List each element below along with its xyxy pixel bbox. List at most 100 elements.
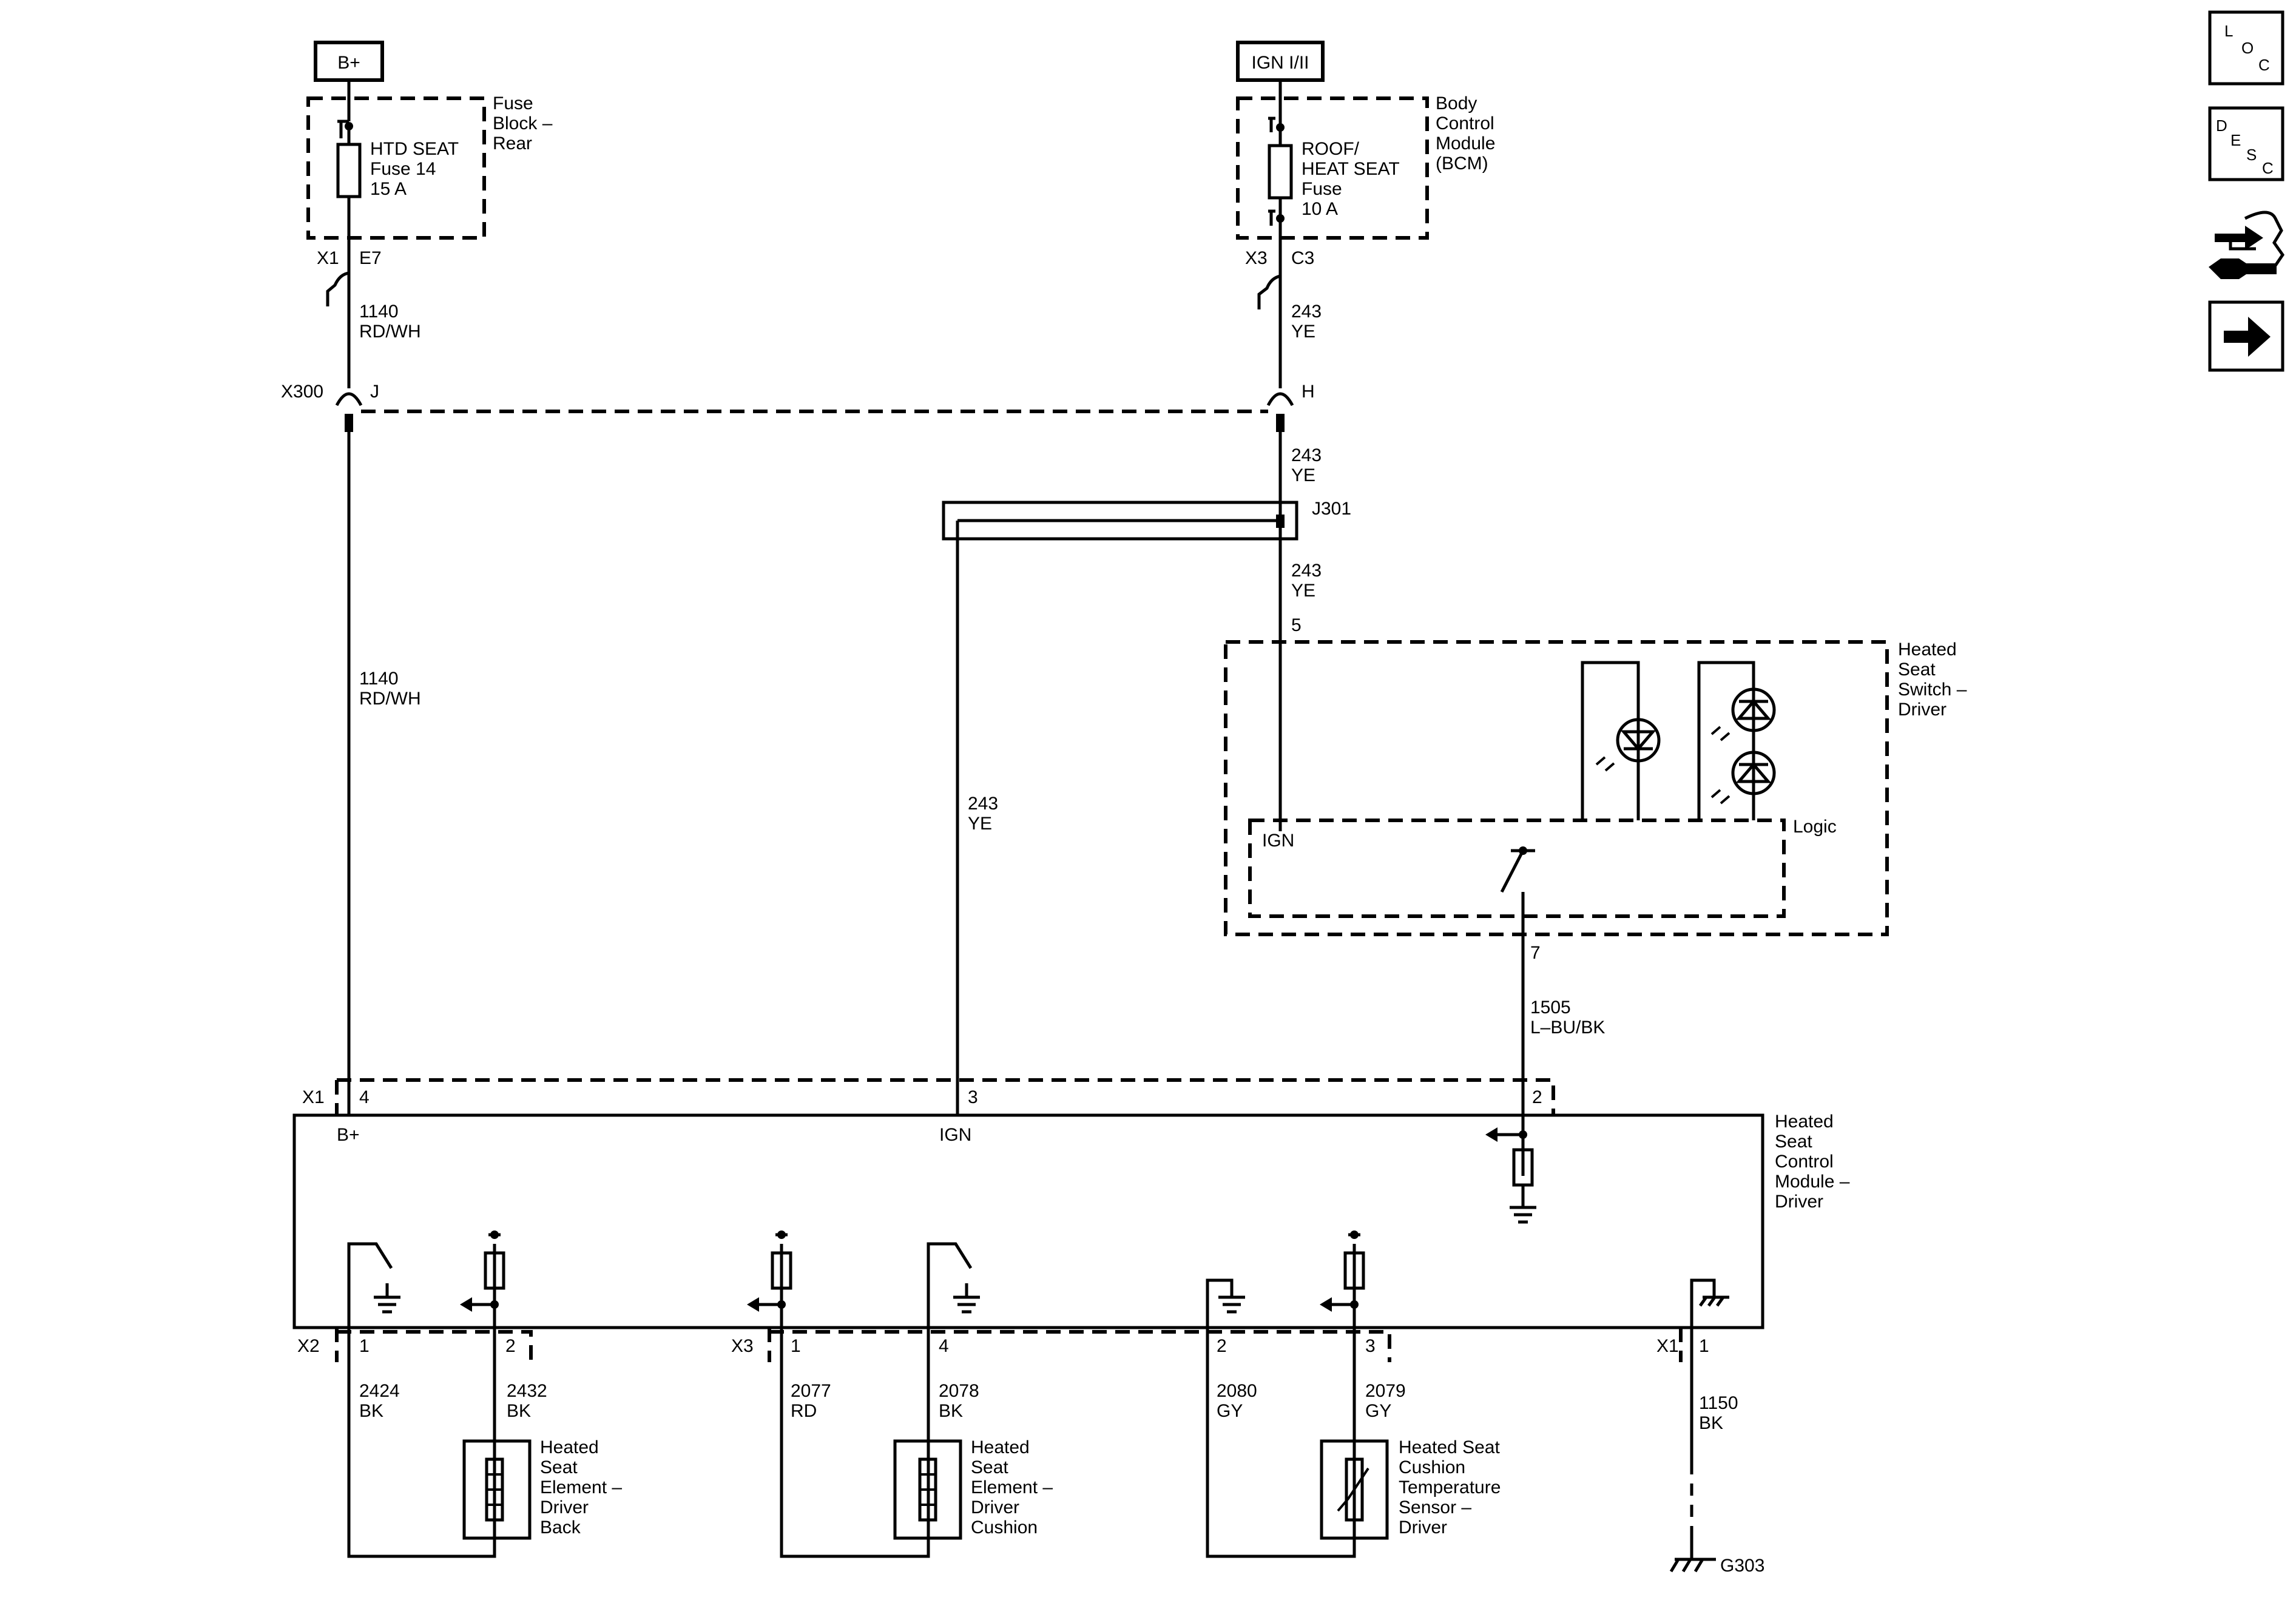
input-arrow <box>1490 1115 1525 1176</box>
bcm-outline <box>1236 96 1429 240</box>
led-loop-2 <box>1697 661 1755 820</box>
x300-pin-j: J <box>370 382 379 402</box>
ground-g303-icon <box>1669 1541 1716 1573</box>
connector-tool-icon[interactable] <box>2209 211 2285 279</box>
heated-seat-element-back <box>462 1439 532 1540</box>
svg-text:Driver: Driver <box>1898 700 1947 720</box>
bcm-name: Body <box>1436 93 1477 113</box>
svg-text:BK: BK <box>939 1401 963 1421</box>
bplus-label: B+ <box>337 53 360 73</box>
svg-text:YE: YE <box>968 814 992 834</box>
module-x1-connector-outline <box>337 1078 1555 1115</box>
module-x3-connector-outline <box>768 1328 1391 1362</box>
svg-text:RD/WH: RD/WH <box>359 322 421 342</box>
svg-text:4: 4 <box>939 1336 949 1356</box>
ign-label: IGN I/II <box>1251 53 1309 73</box>
svg-text:BK: BK <box>1699 1413 1723 1433</box>
module-x3-label: X3 <box>731 1336 754 1356</box>
wire-243-branch: 243 <box>968 794 998 814</box>
htd-seat-fuse-label: HTD SEAT <box>370 139 459 159</box>
svg-text:1: 1 <box>1699 1336 1709 1356</box>
svg-text:2432: 2432 <box>507 1381 547 1401</box>
svg-text:HEAT SEAT: HEAT SEAT <box>1302 159 1400 179</box>
wire-1505: 1505 <box>1530 998 1571 1018</box>
svg-text:Sensor –: Sensor – <box>1399 1497 1471 1517</box>
thermistor-icon <box>1345 1457 1364 1522</box>
fuse-block-conn: X1 <box>317 248 339 268</box>
svg-text:RD/WH: RD/WH <box>359 689 421 709</box>
x300-h-female <box>1266 392 1294 407</box>
svg-text:Fuse 14: Fuse 14 <box>370 159 436 179</box>
svg-text:Switch –: Switch – <box>1898 680 1967 700</box>
fuse-block-outline <box>306 96 486 240</box>
svg-text:Temperature: Temperature <box>1399 1477 1501 1497</box>
switch-contact-icon <box>1500 849 1535 1115</box>
desc-button[interactable]: D E S C <box>2208 106 2284 181</box>
svg-text:3: 3 <box>1365 1336 1376 1356</box>
ground-label: G303 <box>1720 1556 1764 1576</box>
svg-text:10 A: 10 A <box>1302 199 1338 219</box>
loc-button[interactable]: L O C <box>2208 10 2284 86</box>
svg-text:2424: 2424 <box>359 1381 400 1401</box>
indicator-led-icon <box>1731 751 1776 795</box>
module-x2-label: X2 <box>297 1336 320 1356</box>
bcm-pin: C3 <box>1291 248 1314 268</box>
svg-text:1: 1 <box>791 1336 801 1356</box>
switch-pin-5: 5 <box>1291 615 1302 635</box>
splice-j301 <box>942 501 1298 541</box>
svg-text:Seat: Seat <box>1775 1132 1812 1152</box>
module-pin-2: 2 <box>1532 1087 1542 1107</box>
arrow-right-icon <box>2224 317 2271 357</box>
temperature-sensor <box>1320 1439 1389 1540</box>
heated-seat-element-cushion <box>893 1439 962 1540</box>
ground-icon <box>1206 1278 1245 1328</box>
svg-text:YE: YE <box>1291 465 1315 485</box>
svg-text:2079: 2079 <box>1365 1381 1406 1401</box>
roof-fuse-label: ROOF/ <box>1302 139 1360 159</box>
svg-text:D: D <box>2216 116 2227 135</box>
svg-text:GY: GY <box>1365 1401 1391 1421</box>
fuse-block-name: Fuse <box>493 93 533 113</box>
switch-logic-outline <box>1248 819 1786 918</box>
svg-text:Element –: Element – <box>971 1477 1053 1497</box>
svg-text:Cushion: Cushion <box>971 1517 1038 1538</box>
roof-heat-seat-fuse <box>1268 144 1293 200</box>
svg-text:BK: BK <box>359 1401 383 1421</box>
module-x2-connector-outline <box>335 1328 533 1362</box>
svg-text:C: C <box>2258 56 2270 74</box>
wire-1140-top: 1140 <box>359 302 399 322</box>
module-pin-4: 4 <box>359 1087 370 1107</box>
svg-text:Control: Control <box>1436 113 1494 133</box>
chassis-ground-icon <box>1690 1278 1729 1328</box>
module-x1b-label: X1 <box>1656 1336 1679 1356</box>
htd-seat-fuse <box>336 143 362 198</box>
svg-text:Block –: Block – <box>493 113 553 133</box>
ground-switch-icon <box>927 1242 980 1328</box>
heated-seat-switch-outline <box>1224 640 1889 936</box>
svg-text:O: O <box>2241 39 2254 57</box>
switch-name: Heated <box>1898 640 1957 660</box>
svg-text:Cushion: Cushion <box>1399 1457 1465 1477</box>
svg-text:Driver: Driver <box>540 1497 589 1517</box>
x3-c3-connector-symbol <box>1257 261 1282 309</box>
svg-text:Module –: Module – <box>1775 1172 1850 1192</box>
module-bplus-label: B+ <box>337 1125 360 1145</box>
svg-text:C: C <box>2262 159 2274 177</box>
splice-label: J301 <box>1312 499 1351 519</box>
fuse-block-pin: E7 <box>359 248 382 268</box>
module-name: Heated <box>1775 1112 1834 1132</box>
svg-text:2078: 2078 <box>939 1381 979 1401</box>
svg-text:BK: BK <box>507 1401 531 1421</box>
svg-text:Fuse: Fuse <box>1302 179 1342 199</box>
x300-pin-h: H <box>1302 382 1315 402</box>
svg-text:Element –: Element – <box>540 1477 622 1497</box>
wire-243-top: 243 <box>1291 302 1322 322</box>
ground-switch-icon <box>347 1242 400 1328</box>
svg-text:2080: 2080 <box>1217 1381 1257 1401</box>
svg-text:E: E <box>2230 131 2241 149</box>
next-button[interactable] <box>2208 300 2284 372</box>
led-loop-1 <box>1581 661 1640 820</box>
svg-text:2: 2 <box>505 1336 516 1356</box>
svg-text:(BCM): (BCM) <box>1436 154 1488 174</box>
